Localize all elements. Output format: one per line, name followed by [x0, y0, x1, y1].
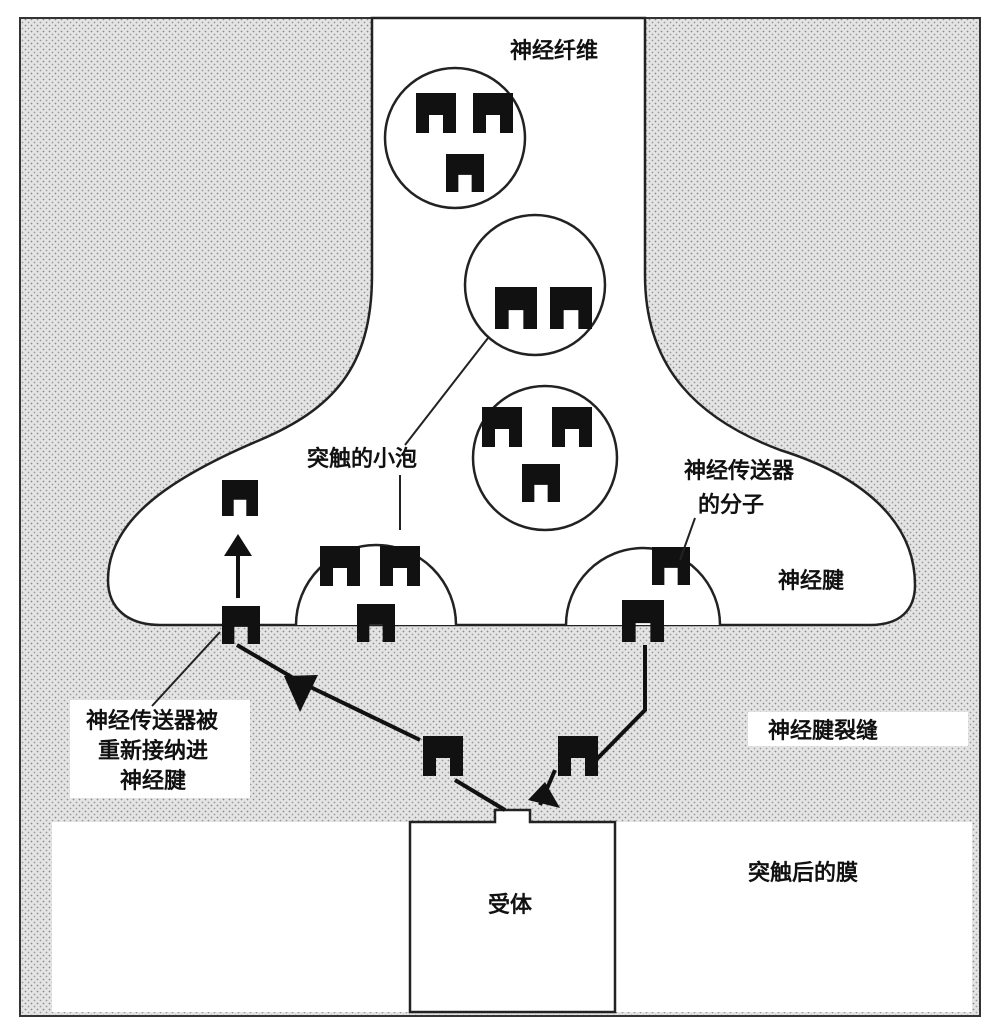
terminal-label: 神经腱	[778, 568, 845, 594]
vesicle-label: 突触的小泡	[307, 446, 417, 472]
reuptake-label-line2: 重新接纳进	[98, 738, 208, 764]
leader-lines	[151, 337, 696, 707]
postsynaptic-label: 突触后的膜	[748, 860, 858, 886]
cleft-label: 神经腱裂缝	[768, 718, 878, 744]
pathway-arrows	[224, 534, 647, 812]
nerve-fiber-label: 神经纤维	[510, 38, 598, 64]
reuptake-label-bg	[70, 700, 250, 798]
reuptake-label-line1: 神经传送器被	[86, 708, 219, 734]
transmitter-label-line1: 神经传送器	[684, 458, 795, 484]
reuptake-label-line3: 神经腱	[120, 768, 187, 794]
receptor-shape	[408, 808, 617, 1014]
vesicle-2	[463, 213, 607, 357]
receptor-label: 受体	[488, 892, 533, 918]
cleft-label-bg	[748, 712, 968, 746]
transmitter-label-line2: 的分子	[698, 492, 764, 518]
